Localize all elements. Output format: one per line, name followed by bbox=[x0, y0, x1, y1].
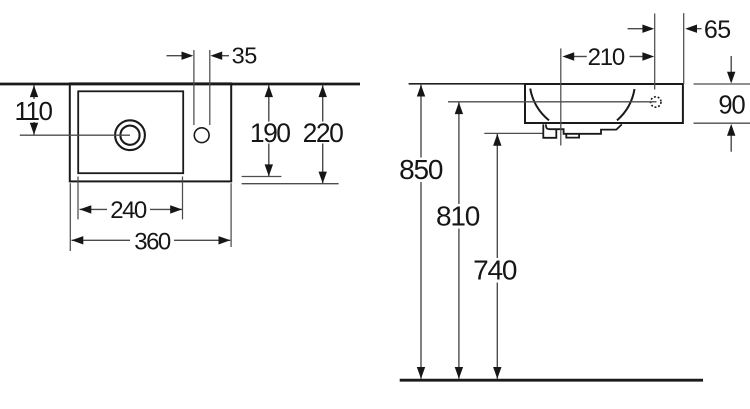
svg-text:220: 220 bbox=[303, 118, 343, 148]
svg-text:210: 210 bbox=[588, 44, 625, 71]
svg-text:810: 810 bbox=[436, 200, 480, 231]
svg-text:90: 90 bbox=[718, 92, 745, 120]
svg-text:110: 110 bbox=[15, 96, 53, 126]
svg-text:850: 850 bbox=[399, 154, 443, 185]
svg-text:740: 740 bbox=[473, 254, 517, 285]
svg-text:190: 190 bbox=[250, 118, 290, 148]
svg-text:35: 35 bbox=[232, 43, 258, 69]
svg-text:360: 360 bbox=[134, 228, 171, 255]
svg-text:240: 240 bbox=[110, 197, 147, 224]
svg-text:65: 65 bbox=[704, 16, 731, 44]
